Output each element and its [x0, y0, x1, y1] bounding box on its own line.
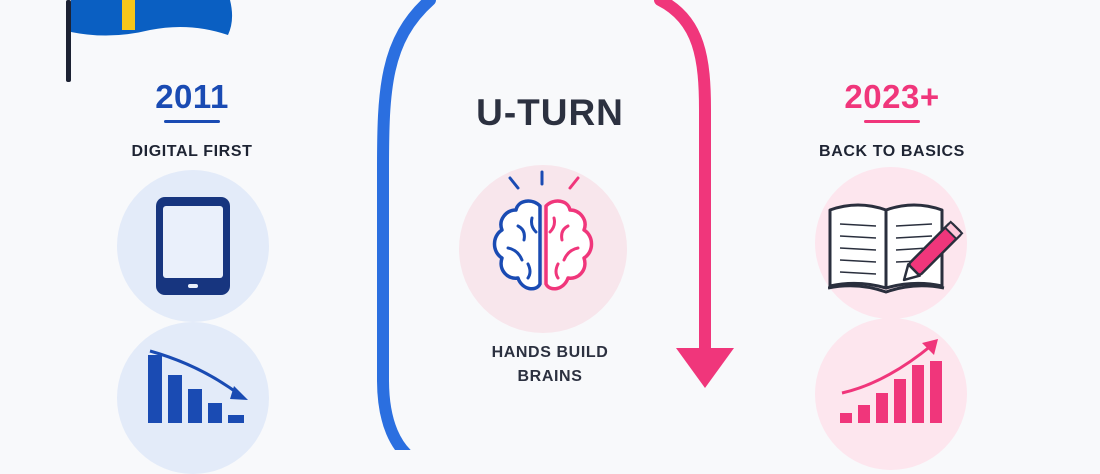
back-to-basics-label: BACK TO BASICS — [819, 143, 965, 160]
rising-bar-chart-icon — [840, 339, 942, 423]
u-turn-title: U-TURN — [476, 92, 624, 133]
caption-line-2: BRAINS — [517, 368, 583, 385]
year-underline — [164, 120, 220, 123]
brain-circle — [459, 165, 627, 333]
declining-bar-chart-icon — [148, 349, 248, 423]
year-2011: 2011 — [155, 78, 229, 115]
u-turn-arrow — [377, 0, 734, 450]
tablet-icon — [156, 197, 230, 295]
year-2023-plus: 2023+ — [844, 78, 940, 115]
left-column: 2011 DIGITAL FIRST — [82, 78, 302, 161]
year-underline — [864, 120, 920, 123]
caption-line-1: HANDS BUILD — [491, 344, 609, 361]
hands-build-brains-caption: HANDS BUILD BRAINS — [440, 341, 660, 389]
open-book-pencil-icon — [828, 203, 964, 294]
digital-first-label: DIGITAL FIRST — [131, 143, 253, 160]
right-column: 2023+ BACK TO BASICS — [782, 78, 1002, 161]
brain-icon — [492, 170, 594, 291]
sweden-flag-icon — [66, 0, 233, 82]
